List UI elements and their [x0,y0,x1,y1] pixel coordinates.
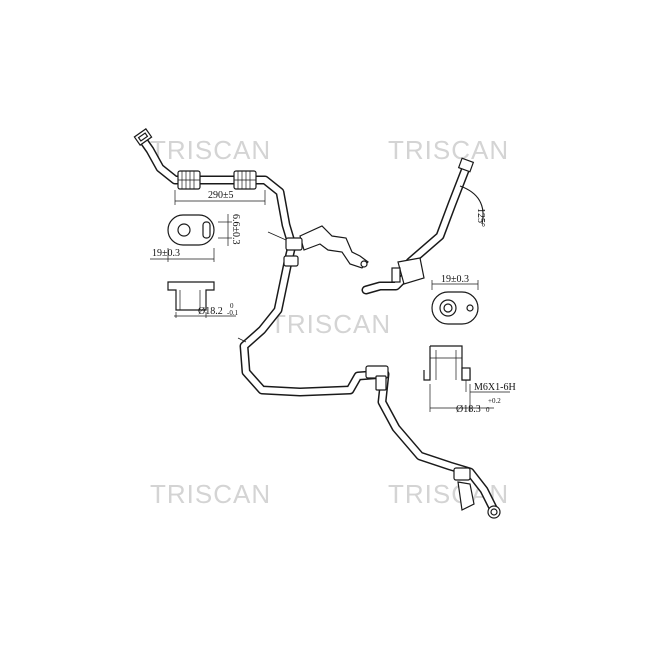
fitting-left-diameter: Ø18.2 [198,306,223,317]
fitting-left-tol-lower: -0.1 [227,309,239,317]
flange-width-label: 19±0.3 [441,274,469,285]
detail-fitting-right: M6X1-6H Ø18.3 +0.2 0 [423,345,516,415]
watermark-layer: TRISCAN TRISCAN TRISCAN TRISCAN TRISCAN [150,135,509,509]
detail-flange-right: 19±0.3 [431,274,479,325]
detail-bracket-plate: 19±0.3 6.6±0.3 [150,214,241,262]
detail-fitting-left: Ø18.2 0 -0.1 [167,281,239,318]
hose-sections [177,170,257,190]
fitting-right-tol-lower: 0 [486,406,490,414]
bracket-height-label: 6.6±0.3 [230,214,241,245]
length-dimension: 290±5 [174,190,266,205]
fitting-right-diameter: Ø18.3 [456,404,481,415]
length-label: 290±5 [208,190,234,201]
mounting-bracket [267,225,369,269]
fitting-left-tol-upper: 0 [230,302,234,310]
branch-pipe: 125° [361,157,486,295]
watermark-top-left: TRISCAN [150,135,271,165]
thread-label: M6X1-6H [474,382,516,393]
pipe-end-fitting-left [133,128,153,146]
fitting-right-tol-upper: +0.2 [488,397,501,405]
angle-label: 125° [475,208,486,227]
bracket-width-label: 19±0.3 [152,248,180,259]
pipe-clamp-middle [237,337,389,391]
watermark-top-right: TRISCAN [388,135,509,165]
watermark-center: TRISCAN [270,309,391,339]
pipe-end-fitting-right [453,467,501,519]
watermark-bottom-left: TRISCAN [150,479,271,509]
main-pipe [138,135,499,515]
